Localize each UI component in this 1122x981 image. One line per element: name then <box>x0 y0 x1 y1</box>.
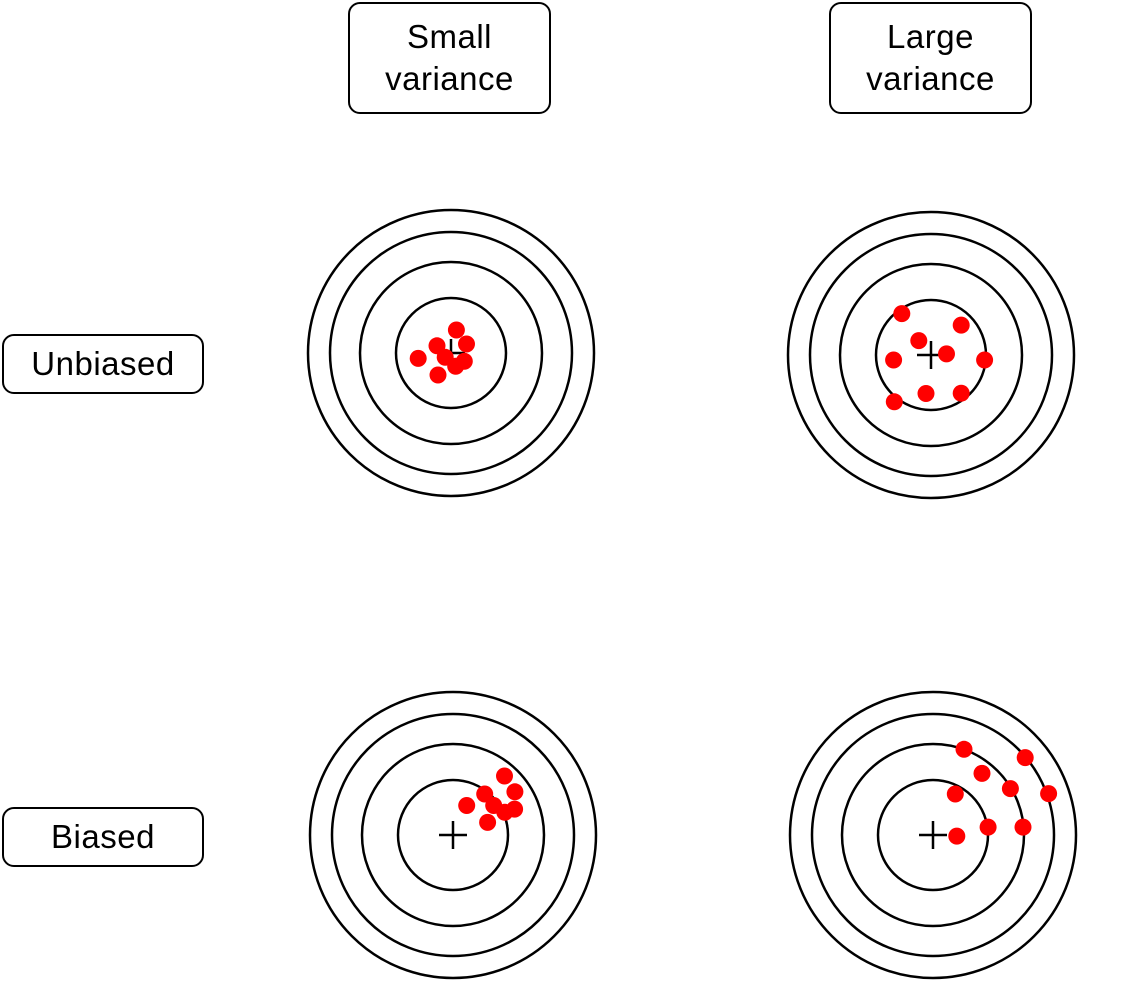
shot-marker <box>447 357 465 375</box>
column-label-small-variance-line1: Small <box>406 18 493 55</box>
row-label-biased-text: Biased <box>51 818 155 855</box>
shot-marker <box>946 785 964 803</box>
target-ring-2 <box>328 230 574 476</box>
target-ring-3 <box>358 260 544 446</box>
row-label-unbiased-text: Unbiased <box>31 345 175 382</box>
shot-marker <box>447 321 465 339</box>
shot-marker <box>479 813 497 831</box>
target-ring-4 <box>396 778 510 892</box>
shot-marker <box>1001 780 1019 798</box>
shot-marker <box>458 797 476 814</box>
shot-marker <box>506 783 524 801</box>
target-unbiased-small-variance <box>306 208 596 498</box>
target-unbiased-large-variance <box>786 210 1076 500</box>
target-biased-large-variance <box>788 690 1078 980</box>
target-biased-small-variance <box>308 690 598 980</box>
target-ring-1 <box>788 690 1078 980</box>
shot-marker <box>976 351 994 369</box>
column-label-large-variance-line2: variance <box>866 60 995 97</box>
row-label-unbiased: Unbiased <box>2 334 204 394</box>
target-ring-4 <box>394 296 508 410</box>
shot-marker <box>429 366 447 384</box>
shot-marker <box>955 740 973 758</box>
shot-marker <box>973 764 991 782</box>
shot-marker <box>885 393 903 411</box>
shot-marker <box>458 335 475 353</box>
shot-marker <box>938 345 955 363</box>
target-ring-1 <box>308 690 598 980</box>
shot-marker <box>952 384 970 402</box>
bullseye-cross-icon <box>919 821 947 849</box>
column-label-large-variance-line1: Large <box>887 18 974 55</box>
shot-marker <box>979 818 997 836</box>
shot-marker <box>952 316 970 334</box>
shot-marker <box>910 332 928 350</box>
shot-marker <box>885 351 903 369</box>
bullseye-cross-icon <box>439 821 467 849</box>
target-ring-3 <box>838 262 1024 448</box>
target-ring-1 <box>786 210 1076 500</box>
target-ring-2 <box>330 712 576 958</box>
target-ring-2 <box>808 232 1054 478</box>
shot-marker <box>496 803 514 821</box>
target-ring-1 <box>306 208 596 498</box>
shot-marker <box>1040 785 1058 803</box>
shot-marker <box>1016 749 1034 767</box>
target-ring-3 <box>360 742 546 928</box>
column-label-large-variance: Large variance <box>829 2 1032 114</box>
column-label-small-variance: Small variance <box>348 2 551 114</box>
shot-marker <box>476 785 494 803</box>
shot-marker <box>409 349 427 367</box>
shot-marker <box>893 305 911 323</box>
row-label-biased: Biased <box>2 807 204 867</box>
shot-marker <box>1014 818 1032 836</box>
shot-marker <box>496 767 513 785</box>
target-ring-2 <box>810 712 1056 958</box>
column-label-small-variance-line2: variance <box>385 60 514 97</box>
shot-marker <box>948 827 966 845</box>
shot-marker <box>917 385 935 402</box>
